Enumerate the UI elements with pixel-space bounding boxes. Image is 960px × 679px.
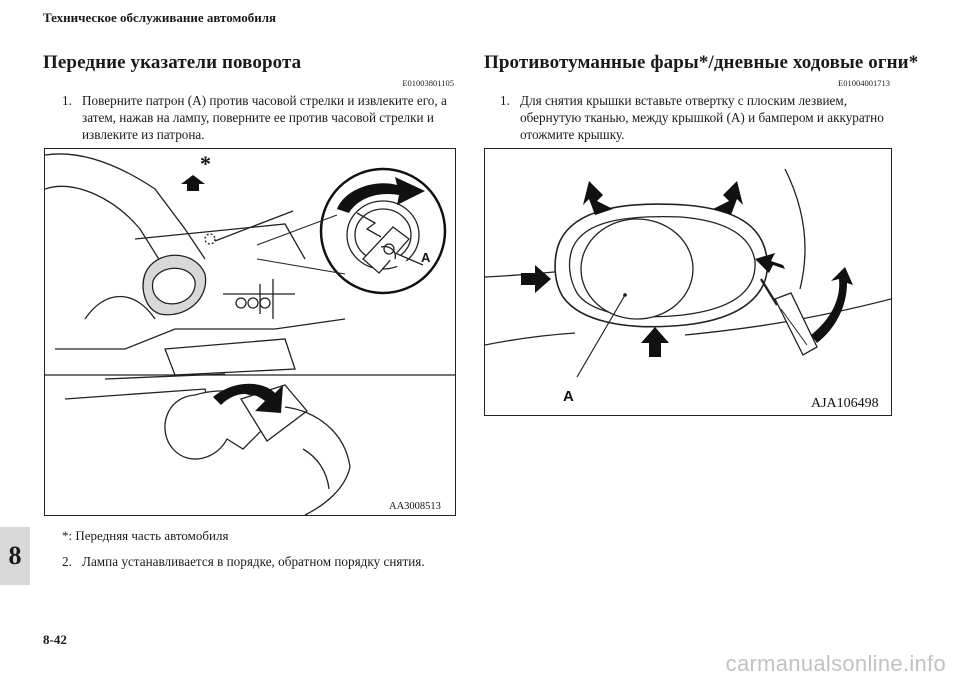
figure-fog-lamp-cover-removal: A AJA106498 [484,148,892,416]
step-number: 2. [62,554,72,569]
figure-code-right: AJA106498 [811,396,879,411]
step-1-left: 1. Поверните патрон (A) против часовой с… [62,92,457,143]
step-1-right: 1. Для снятия крышки вставьте отвертку с… [500,92,895,143]
step-number: 1. [500,93,510,108]
figure-code-left: AA3008513 [389,501,441,512]
step-text: Лампа устанавливается в порядке, обратно… [82,554,425,569]
figure-turn-signal-removal: * A AA3008513 [44,148,456,516]
figure-note: *: Передняя часть автомобиля [62,528,229,543]
step-2-left: 2. Лампа устанавливается в порядке, обра… [62,553,457,570]
figure-callout-a-right: A [563,388,574,405]
step-number: 1. [62,93,72,108]
page-number: 8-42 [43,632,67,647]
chapter-number: 8 [8,541,22,570]
figure-asterisk: * [200,151,211,176]
watermark: carmanualsonline.info [725,651,946,676]
running-header: Техническое обслуживание автомобиля [43,10,277,25]
figure-callout-a-left: A [421,250,431,265]
step-text: Поверните патрон (A) против часовой стре… [82,93,447,142]
section-code-right: E01004001713 [838,78,890,88]
section-title-turn-signals: Передние указатели поворота [43,52,302,73]
chapter-tab: 8 [0,527,30,585]
section-title-fog-lamps: Противотуманные фары*/дневные ходовые ог… [484,52,919,73]
step-text: Для снятия крышки вставьте отвертку с пл… [520,93,884,142]
section-code-left: E01003801105 [402,78,454,88]
